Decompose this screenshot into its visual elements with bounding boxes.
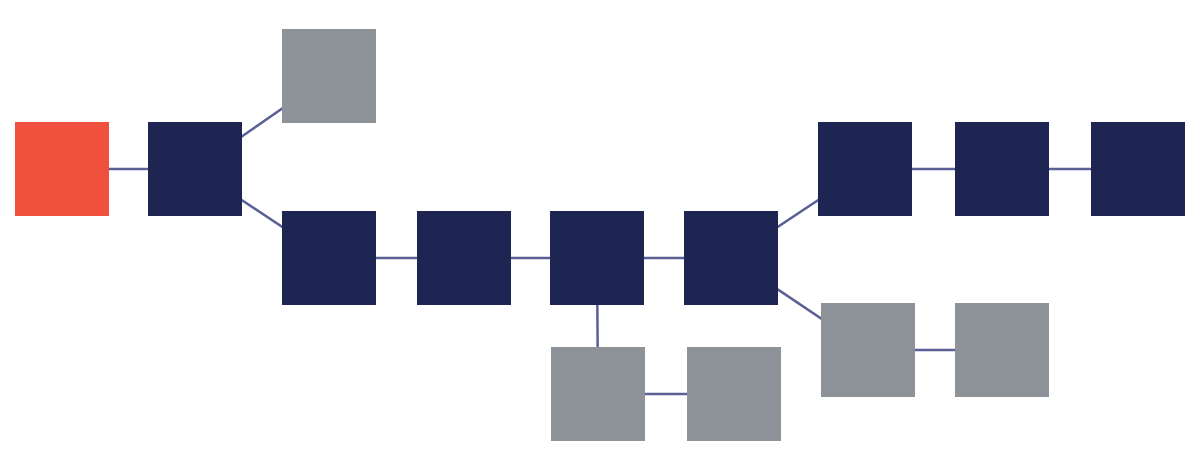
main-chain-block-b3 — [282, 211, 376, 305]
block-layer — [15, 29, 1185, 441]
orphan-block-b2 — [282, 29, 376, 123]
main-chain-block-b10 — [955, 122, 1049, 216]
genesis-block-b0 — [15, 122, 109, 216]
orphan-block-b7 — [551, 347, 645, 441]
main-chain-block-b11 — [1091, 122, 1185, 216]
orphan-block-b13 — [955, 303, 1049, 397]
orphan-block-b12 — [821, 303, 915, 397]
orphan-block-b8 — [687, 347, 781, 441]
main-chain-block-b4 — [417, 211, 511, 305]
main-chain-block-b6 — [684, 211, 778, 305]
main-chain-block-b5 — [550, 211, 644, 305]
main-chain-block-b1 — [148, 122, 242, 216]
main-chain-block-b9 — [818, 122, 912, 216]
